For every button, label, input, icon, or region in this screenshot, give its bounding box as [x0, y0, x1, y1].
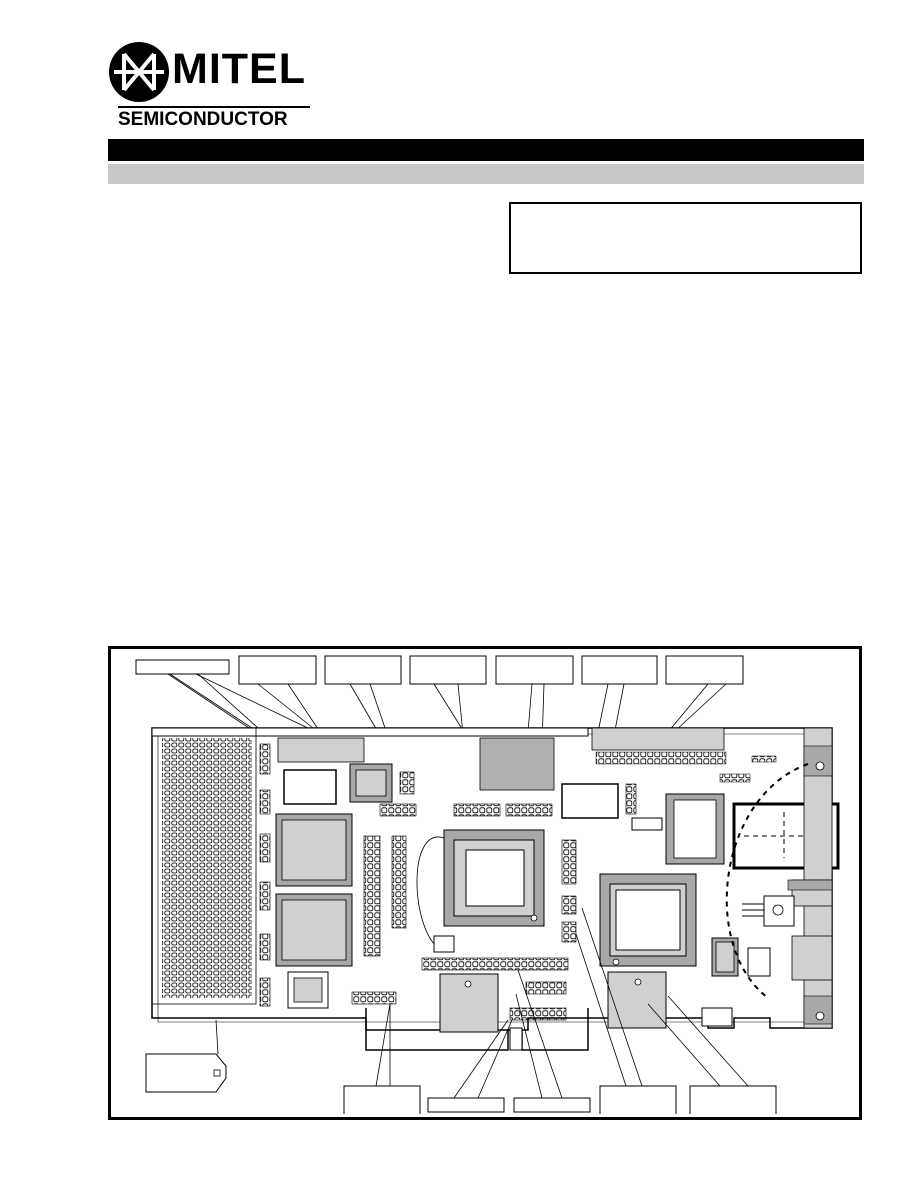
callout-box-9: [427, 1097, 505, 1113]
callout-box-11: [599, 1085, 677, 1114]
callout-box-12: [689, 1085, 777, 1114]
callout-box-3: [324, 655, 402, 685]
mitel-logo-icon: [109, 42, 169, 102]
callout-box-6: [581, 655, 658, 685]
pcb-board-diagram: [108, 646, 862, 1120]
callout-box-1: [135, 659, 230, 675]
callout-box-10: [513, 1097, 591, 1113]
callout-box-7: [665, 655, 744, 685]
subtitle-bar: [108, 164, 864, 184]
info-box: [509, 202, 862, 274]
callout-box-4: [409, 655, 487, 685]
brand-subtitle: SEMICONDUCTOR: [118, 109, 288, 130]
callout-box-2: [238, 655, 317, 685]
callout-box-5: [495, 655, 574, 685]
brand-wordmark: MITEL: [172, 45, 306, 93]
title-bar: [108, 139, 864, 161]
logo-divider: [118, 106, 310, 108]
callout-box-8: [343, 1085, 421, 1114]
